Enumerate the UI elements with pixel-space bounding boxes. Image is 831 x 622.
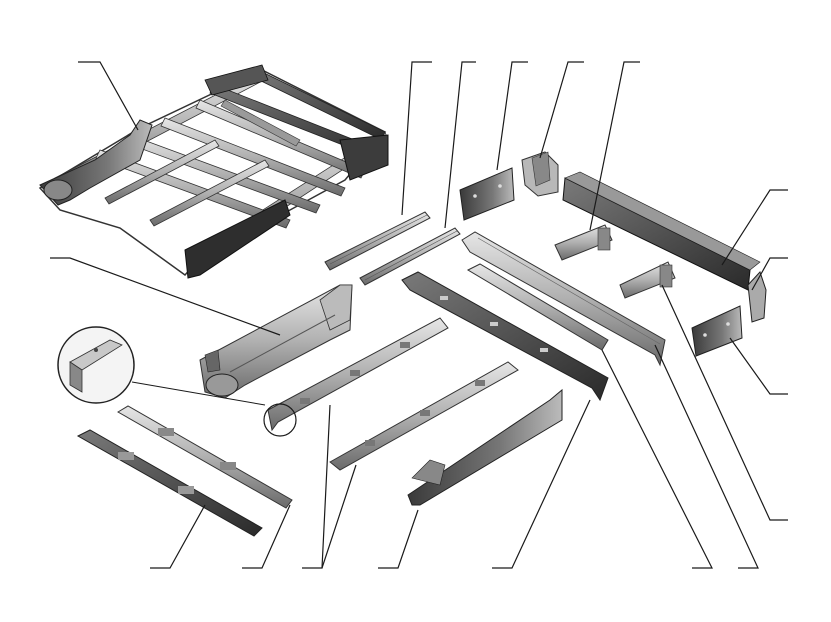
detail-magnifier [57,326,297,437]
end-plate-right [691,305,743,357]
rear-cross-member [562,171,761,291]
side-sill-long-left [199,284,353,399]
cross-rail-b [359,227,461,286]
floor-beam-g [117,405,293,509]
long-rail-e [401,271,609,402]
long-rail-d [466,263,609,351]
floor-beam-h [76,429,263,537]
small-bracket-b [619,261,676,299]
corner-bracket [521,151,559,197]
small-bracket-a [554,224,613,261]
cross-rail-a [324,211,431,271]
long-rail-f [267,317,449,432]
side-panel-lower [407,388,563,506]
long-rail-mid [329,361,519,471]
end-bracket-right [747,271,767,323]
floor-frame-assembly [38,64,389,279]
bracket-plate-left [459,167,515,221]
long-rail-c [461,231,666,367]
leader-lines [50,61,788,569]
